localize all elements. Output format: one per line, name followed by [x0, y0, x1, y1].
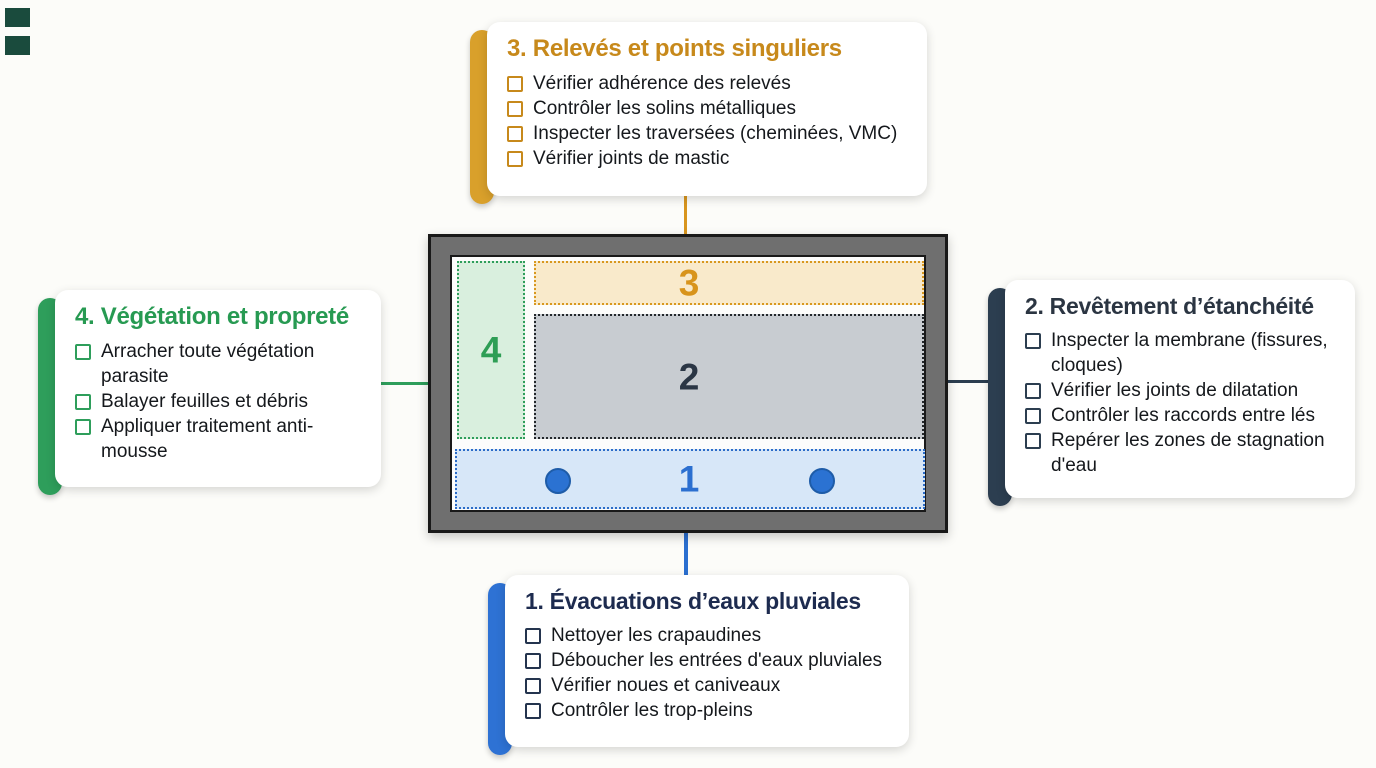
checklist-item: Vérifier noues et caniveaux	[525, 673, 897, 698]
card-title: 3. Relevés et points singuliers	[507, 35, 842, 62]
zone-vegetation	[457, 261, 525, 439]
checkbox-icon	[507, 126, 523, 142]
drain-dot-icon	[545, 468, 571, 494]
drain-dot-icon	[809, 468, 835, 494]
connector-bottom	[684, 506, 688, 577]
checklist-item-label: Vérifier les joints de dilatation	[1051, 379, 1299, 401]
zone-revetement	[534, 314, 924, 439]
connector-right	[926, 380, 994, 383]
roof-inner-area: 3 4 2 1	[450, 255, 926, 512]
connector-top	[684, 196, 687, 262]
checklist-item: Vérifier adhérence des relevés	[507, 71, 915, 96]
checklist-item-label: Inspecter la membrane (fissures, cloques…	[1051, 329, 1328, 376]
checkbox-icon	[507, 101, 523, 117]
card-title: 4. Végétation et propreté	[75, 303, 349, 330]
checklist-item: Arracher toute végétation parasite	[75, 339, 369, 389]
checklist-item: Vérifier les joints de dilatation	[1025, 378, 1343, 403]
checklist-item: Contrôler les solins métalliques	[507, 96, 915, 121]
checklist-item: Contrôler les raccords entre lés	[1025, 403, 1343, 428]
checkbox-icon	[75, 419, 91, 435]
checklist-item-label: Nettoyer les crapaudines	[551, 624, 762, 646]
checklist-item-label: Balayer feuilles et débris	[101, 391, 308, 412]
checklist-item: Appliquer traitement anti-mousse	[75, 414, 369, 464]
checklist-item-label: Vérifier joints de mastic	[533, 148, 730, 169]
checkbox-icon	[525, 702, 541, 719]
checklist-item: Repérer les zones de stagnation d'eau	[1025, 428, 1343, 478]
checklist-item-label: Contrôler les trop-pleins	[551, 699, 753, 721]
checkbox-icon	[525, 627, 541, 644]
checkbox-icon	[1025, 332, 1041, 349]
checkbox-icon	[507, 76, 523, 92]
checklist-item-label: Repérer les zones de stagnation d'eau	[1051, 429, 1325, 476]
checkbox-icon	[1025, 382, 1041, 399]
checklist-item: Contrôler les trop-pleins	[525, 698, 897, 723]
checklist-item-label: Arracher toute végétation parasite	[101, 341, 315, 387]
checklist-item: Vérifier joints de mastic	[507, 146, 915, 171]
card-title: 1. Évacuations d’eaux pluviales	[525, 588, 861, 614]
checkbox-icon	[1025, 407, 1041, 424]
checkbox-icon	[75, 394, 91, 410]
checklist-item-label: Vérifier adhérence des relevés	[533, 73, 791, 94]
checklist-item-label: Appliquer traitement anti-mousse	[101, 416, 314, 462]
zone-number: 2	[678, 356, 700, 398]
checkbox-icon	[525, 677, 541, 694]
zone-number: 4	[480, 329, 502, 371]
card-title: 2. Revêtement d’étanchéité	[1025, 293, 1314, 319]
checklist-item-label: Inspecter les traversées (cheminées, VMC…	[533, 123, 898, 144]
checkbox-icon	[1025, 432, 1041, 449]
roof-plan: 3 4 2 1	[428, 234, 948, 533]
connector-left	[379, 382, 457, 385]
checklist-item-label: Contrôler les raccords entre lés	[1051, 404, 1315, 426]
checklist-item-label: Déboucher les entrées d'eaux pluviales	[551, 649, 883, 671]
checkbox-icon	[525, 652, 541, 669]
checklist-item-label: Vérifier noues et caniveaux	[551, 674, 781, 696]
decor-square	[5, 36, 30, 55]
decor-square	[5, 8, 30, 27]
checkbox-icon	[507, 151, 523, 167]
zone-releves	[534, 261, 924, 305]
checklist-item: Nettoyer les crapaudines	[525, 623, 897, 648]
zone-evacuations	[455, 449, 925, 509]
zone-number: 3	[678, 262, 700, 304]
checkbox-icon	[75, 344, 91, 360]
checklist-item-label: Contrôler les solins métalliques	[533, 98, 796, 119]
checklist-item: Déboucher les entrées d'eaux pluviales	[525, 648, 897, 673]
checklist-item: Inspecter la membrane (fissures, cloques…	[1025, 328, 1343, 378]
checklist-item: Balayer feuilles et débris	[75, 389, 369, 414]
zone-number: 1	[678, 458, 700, 500]
checklist-item: Inspecter les traversées (cheminées, VMC…	[507, 121, 915, 146]
